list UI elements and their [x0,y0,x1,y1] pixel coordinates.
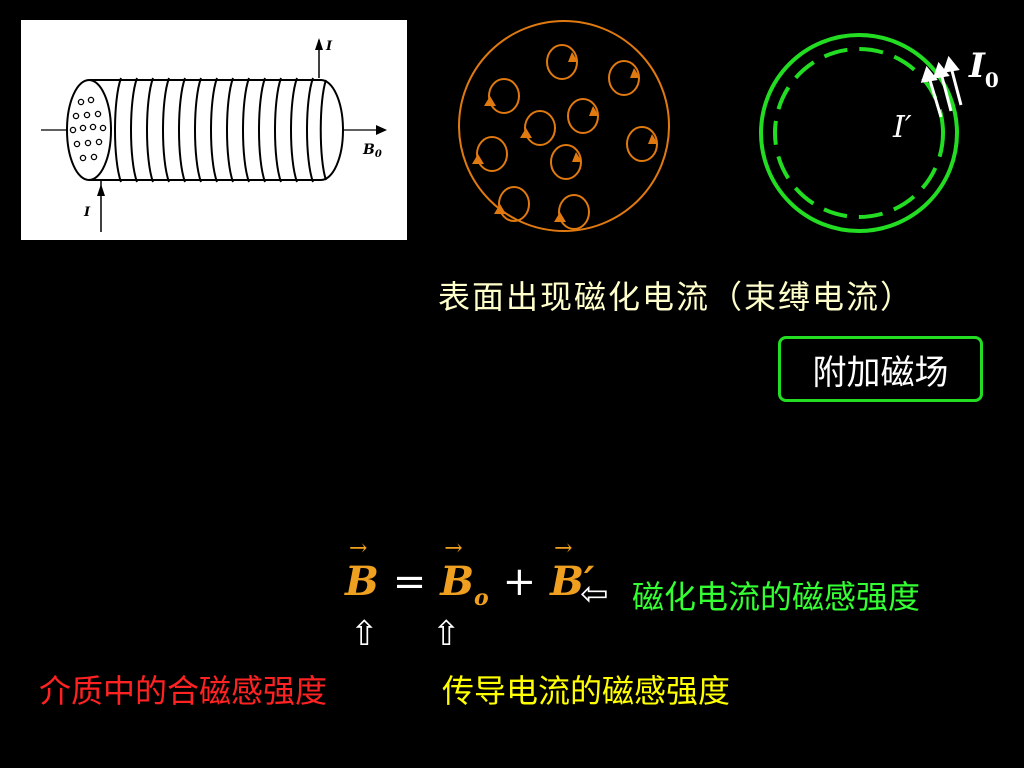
surface-current-diagram: I0 I′ [759,33,999,233]
coil-windings [114,77,327,183]
b0-label: B0 [362,142,382,160]
additional-field-label: 附加磁场 [812,352,949,393]
total-field-label: 介质中的合磁感强度 [39,672,328,710]
current-dots [69,96,107,162]
solenoid-diagram: B0 [41,38,387,232]
conduction-field-label: 传导电流的磁感强度 [442,672,731,710]
current-arrows [920,55,963,118]
left-arrow-icon: ⇦ [580,574,609,614]
b-total-symbol: B [345,536,379,605]
equals-sign: = [392,559,427,605]
up-arrow-icon: ⇧ [432,614,461,654]
b0-subscript: o [474,585,489,611]
up-arrow-icon: ⇧ [350,614,379,654]
cylinder-end [66,79,112,181]
b0-symbol: B [440,536,474,605]
inner-dashed-ring [773,47,945,219]
cross-section-circle [458,20,670,232]
outer-ring [759,33,959,233]
solenoid-figure: B0 [21,20,407,240]
current-label-top: I [325,39,333,54]
outer-current-label: I0 [968,46,999,92]
surface-current-caption: 表面出现磁化电流（束缚电流） [438,278,915,316]
magnetization-field-label: 磁化电流的磁感强度 [632,578,921,616]
b-prime-symbol: B′ [550,536,594,605]
plus-sign: + [502,559,537,605]
current-label-bottom: I [83,205,91,220]
loop-arrows [472,52,658,222]
field-equation: B = Bo + B′ [345,536,594,611]
current-loops [476,44,658,230]
additional-field-box: 附加磁场 [778,336,983,402]
inner-current-label: I′ [892,110,912,145]
molecular-currents-diagram [458,20,670,232]
